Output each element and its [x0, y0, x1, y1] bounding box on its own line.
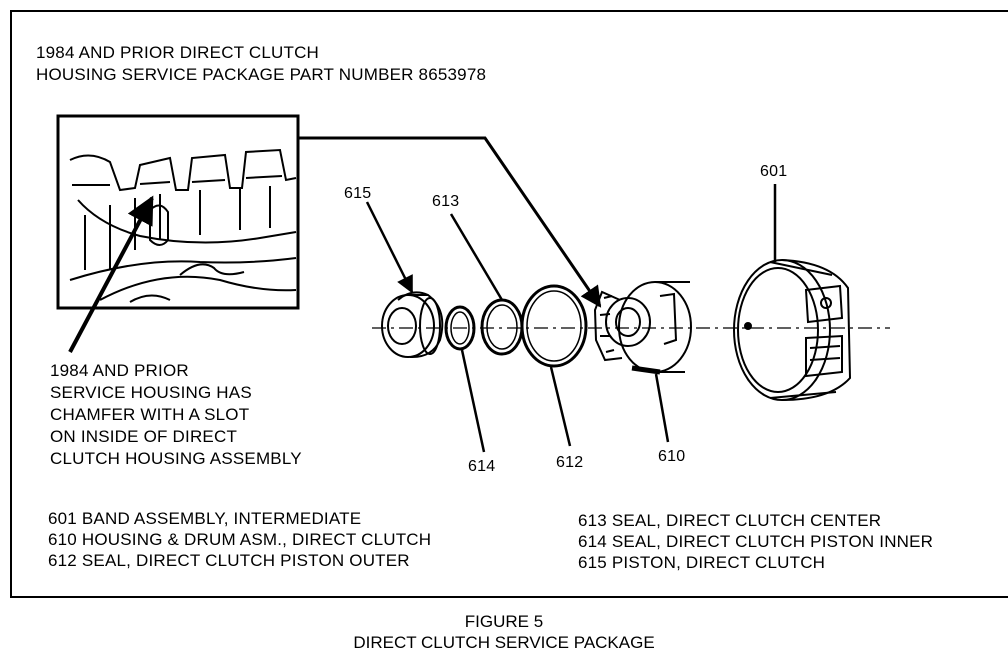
callout-leaders [365, 184, 777, 453]
figure-number: FIGURE 5 [464, 612, 544, 631]
callout-612: 612 [556, 454, 584, 471]
header-line-1: 1984 AND PRIOR DIRECT CLUTCH [36, 43, 320, 62]
note-line-2: SERVICE HOUSING HAS [50, 383, 252, 402]
callout-615: 615 [344, 185, 372, 202]
callout-610: 610 [658, 448, 686, 465]
figure-frame [10, 10, 1008, 598]
housing-leader-arrow [298, 136, 602, 308]
piston-615 [381, 291, 444, 359]
leader-612 [549, 366, 572, 447]
leader-615 [365, 201, 414, 294]
inset-detail-view [56, 114, 300, 310]
center-seal-613 [480, 298, 524, 356]
legend-item-613: 613 SEAL, DIRECT CLUTCH CENTER [578, 511, 882, 530]
note-line-3: CHAMFER WITH A SLOT [50, 405, 250, 424]
leader-613 [449, 213, 504, 301]
legend-item-601: 601 BAND ASSEMBLY, INTERMEDIATE [48, 509, 362, 528]
outer-seal-612 [520, 284, 588, 368]
callout-601: 601 [760, 163, 788, 180]
leader-614 [460, 349, 486, 453]
legend-item-615: 615 PISTON, DIRECT CLUTCH [578, 553, 826, 572]
callout-613: 613 [432, 193, 460, 210]
leader-610 [654, 373, 670, 443]
note-line-4: ON INSIDE OF DIRECT [50, 427, 238, 446]
note-line-5: CLUTCH HOUSING ASSEMBLY [50, 449, 302, 468]
header-line-2: HOUSING SERVICE PACKAGE PART NUMBER 8653… [36, 65, 487, 84]
figure-title: DIRECT CLUTCH SERVICE PACKAGE [353, 633, 655, 652]
housing-drum-610 [593, 281, 692, 375]
callout-614: 614 [468, 458, 496, 475]
legend-item-610: 610 HOUSING & DRUM ASM., DIRECT CLUTCH [48, 530, 432, 549]
band-assembly-601 [733, 259, 852, 401]
legend-item-612: 612 SEAL, DIRECT CLUTCH PISTON OUTER [48, 551, 410, 570]
note-line-1: 1984 AND PRIOR [50, 361, 189, 380]
inner-seal-614 [444, 305, 476, 351]
slot-leader-arrow [68, 195, 154, 353]
legend-item-614: 614 SEAL, DIRECT CLUTCH PISTON INNER [578, 532, 934, 551]
